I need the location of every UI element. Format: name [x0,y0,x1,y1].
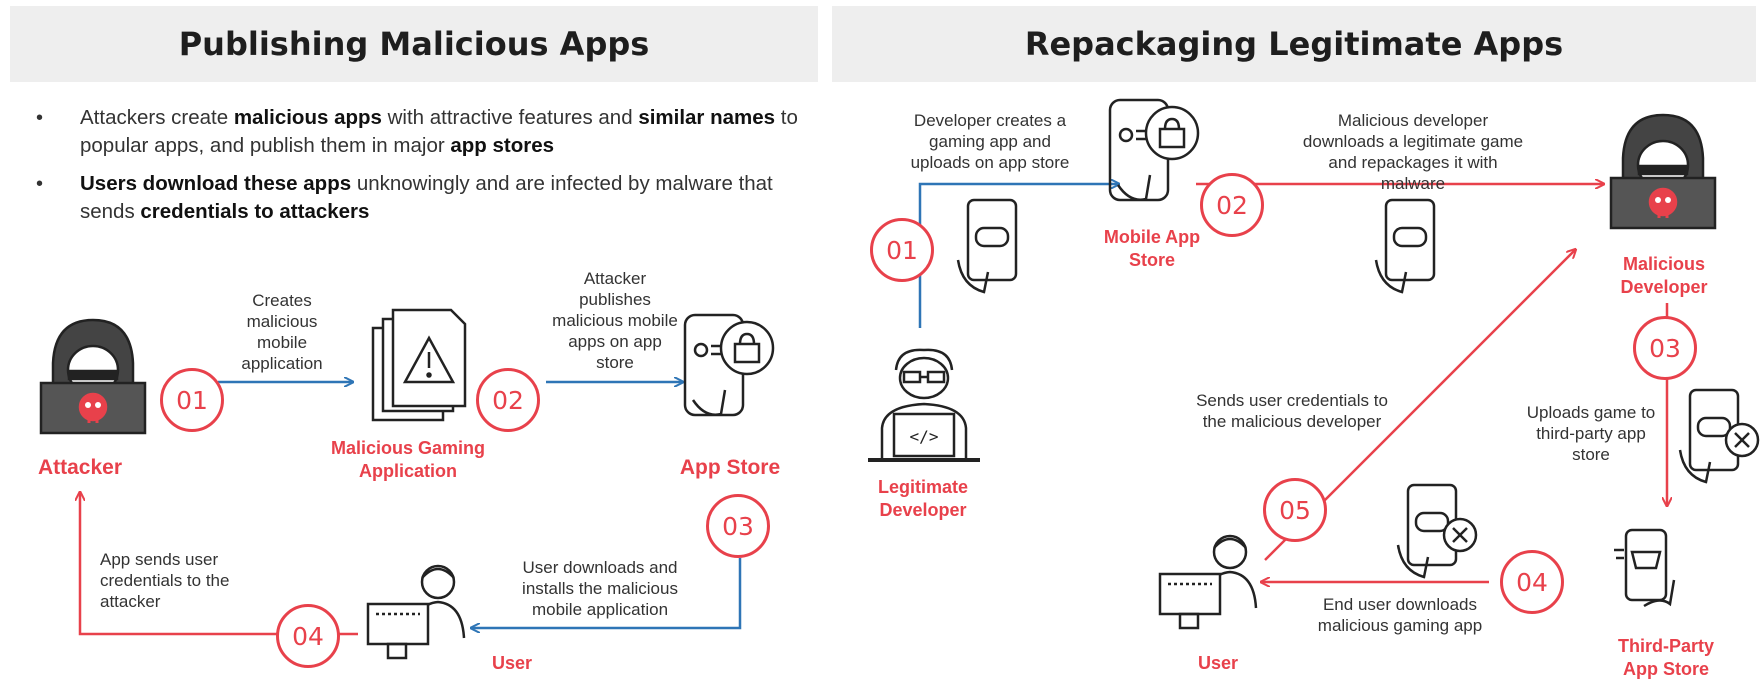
role-malicious-developer: Malicious Developer [1620,254,1708,297]
right-panel-title: Repackaging Legitimate Apps [1024,25,1564,63]
step-badge-03: 03 [706,494,770,558]
role-legitimate-developer: Legitimate Developer [877,477,969,520]
label-step-1: Creates malicious mobile application [241,291,323,373]
label-right-step-1: Developer creates a gaming app and uploa… [910,111,1070,172]
bullet-text: to popular apps, and publish them in maj… [80,106,798,157]
role-third-party-store: Third-Party App Store [1617,636,1714,679]
phone-game-icon [956,198,1018,294]
phone-game-icon [1374,198,1436,294]
third-party-store-icon [1614,528,1676,608]
hacker-icon [39,318,147,435]
step-badge-01: 01 [160,368,224,432]
role-attacker: Attacker [37,456,123,479]
label-right-step-4: End user downloads malicious gaming app [1317,595,1483,635]
hacker-icon [1609,113,1717,230]
step-badge-03: 03 [1633,316,1697,380]
bullet-text: unknowingly and are infected by malware … [80,172,773,223]
step-badge-04: 04 [1500,550,1564,614]
step-badge-02: 02 [476,368,540,432]
developer-laptop-icon: </> [868,348,980,462]
label-step-3: User downloads and installs the maliciou… [522,558,678,619]
label-step-4: App sends user credentials to the attack… [100,550,230,611]
bullet-bold: app stores [450,134,555,157]
bullet-bold: credentials to attackers [140,200,370,223]
label-right-step-2: Malicious developer downloads a legitima… [1302,111,1524,193]
role-user-right: User [1197,653,1239,673]
label-right-step-5: Sends user credentials to the malicious … [1196,391,1388,431]
bullet-text: with attractive features and [381,106,639,129]
step-badge-01: 01 [870,218,934,282]
label-step-2: Attacker publishes malicious mobile apps… [552,269,678,372]
bullet-bold: malicious apps [233,106,382,129]
bullet-list: •Attackers create malicious apps with at… [32,104,812,236]
app-store-phone-icon [1108,98,1200,202]
right-panel-header: Repackaging Legitimate Apps [832,6,1756,82]
step-badge-05: 05 [1263,478,1327,542]
user-computer-icon [1158,534,1258,630]
bullet-item: •Attackers create malicious apps with at… [36,106,798,157]
left-panel-header: Publishing Malicious Apps [10,6,818,82]
role-malicious-app: Malicious Gaming Application [330,438,486,481]
step-badge-04: 04 [276,604,340,668]
phone-game-bug-icon [1678,388,1760,484]
role-mobile-app-store: Mobile App Store [1103,227,1201,270]
step-badge-02: 02 [1200,173,1264,237]
role-user: User [491,653,533,673]
arrow-right-s1 [918,184,1118,328]
app-store-phone-icon [683,313,775,417]
phone-game-bug-icon [1396,483,1478,579]
bullet-text: Attackers create [80,106,234,129]
bullet-bold: Users download these apps [80,172,352,195]
label-right-step-3: Uploads game to third-party app store [1526,403,1656,464]
warning-document-icon [371,308,467,422]
role-app-store: App Store [679,456,781,479]
arrow-left-s4 [80,493,358,636]
arrow-left-s3 [472,558,742,628]
user-computer-icon [366,564,466,660]
left-panel-title: Publishing Malicious Apps [178,25,650,63]
svg-text:</>: </> [910,427,939,446]
bullet-item: •Users download these apps unknowingly a… [36,172,773,223]
bullet-bold: similar names [638,106,776,129]
